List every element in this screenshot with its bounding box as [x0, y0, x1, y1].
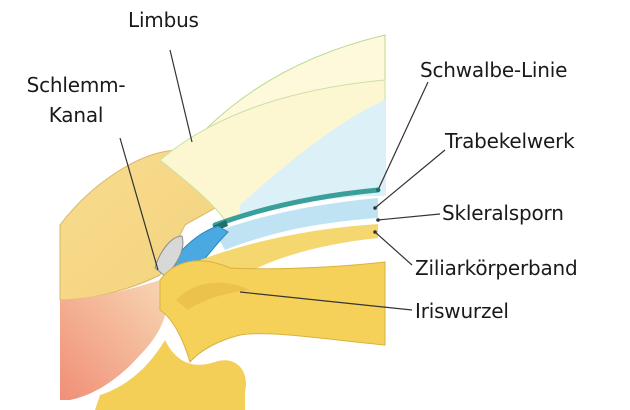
dot-ziliar [373, 230, 377, 234]
iris [160, 261, 385, 362]
label-trabekelwerk: Trabekelwerk [445, 128, 575, 154]
label-schwalbe: Schwalbe-Linie [420, 57, 567, 83]
leader-ziliarkoerperband [375, 232, 412, 265]
label-schlemm-line2: Kanal [16, 102, 136, 128]
label-ziliarkoerperband: Ziliarkörperband [415, 255, 578, 281]
label-iriswurzel: Iriswurzel [415, 298, 509, 324]
label-schlemm-line1: Schlemm- [16, 72, 136, 98]
dot-trabekelwerk [373, 206, 377, 210]
leader-skleralsporn [378, 214, 440, 220]
dot-schwalbe [376, 188, 380, 192]
leader-limbus [170, 50, 192, 142]
label-limbus: Limbus [128, 7, 199, 33]
dot-skleralsporn [376, 218, 380, 222]
label-skleralsporn: Skleralsporn [442, 200, 564, 226]
